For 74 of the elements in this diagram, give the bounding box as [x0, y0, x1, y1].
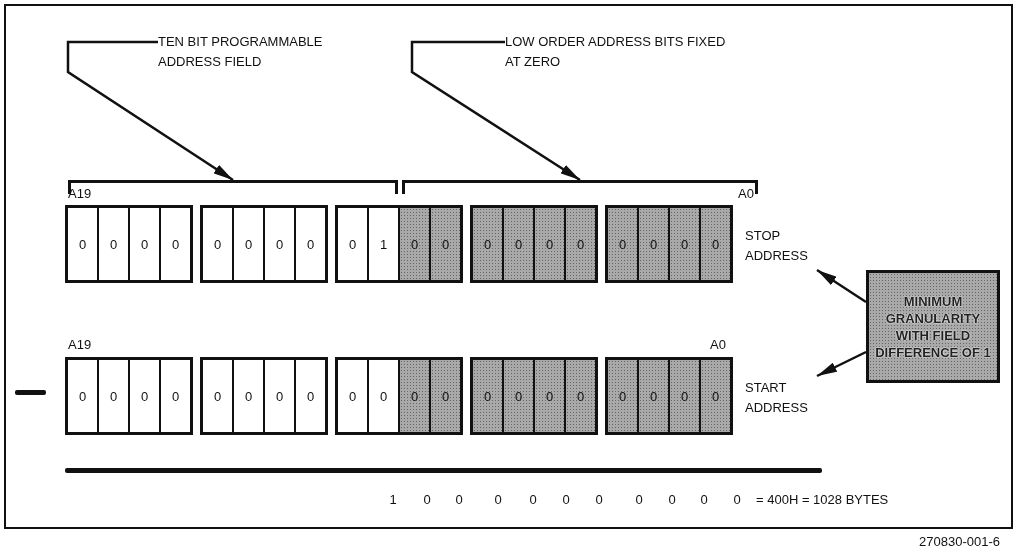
bit-cell: 0 [504, 360, 535, 432]
figure-number: 270830-001-6 [919, 534, 1000, 549]
bit-cell: 0 [431, 208, 460, 280]
difference-digit: 0 [455, 492, 463, 507]
result-text: = 400H = 1028 BYTES [756, 492, 889, 507]
bit-label: A19 [68, 186, 92, 201]
leader-arrow [410, 40, 581, 182]
bit-cell: 0 [473, 360, 504, 432]
bit-cell: 0 [639, 208, 670, 280]
bit-cell: 0 [701, 360, 730, 432]
bit-cell: 0 [68, 208, 99, 280]
bit-cell: 0 [701, 208, 730, 280]
caption-text: LOW ORDER ADDRESS BITS FIXED AT ZERO [505, 32, 735, 74]
nibble-group [65, 357, 193, 435]
bit-cell: 0 [639, 360, 670, 432]
leader-arrow [66, 40, 234, 182]
bit-cell: 0 [338, 360, 369, 432]
bit-cell: 0 [608, 360, 639, 432]
arrow [816, 350, 867, 378]
bit-cell: 0 [296, 360, 325, 432]
bit-cell: 0 [203, 208, 234, 280]
difference-digit: 0 [494, 492, 502, 507]
bit-cell: 0 [161, 360, 190, 432]
difference-digit: 0 [700, 492, 708, 507]
bit-cell: 0 [203, 360, 234, 432]
difference-digit: 0 [562, 492, 570, 507]
caption-text: STOP ADDRESS [745, 226, 835, 266]
bit-label: A0 [710, 337, 726, 352]
difference-digit: 0 [668, 492, 676, 507]
bit-cell: 0 [535, 360, 566, 432]
bit-cell: 0 [504, 208, 535, 280]
bit-cell: 0 [234, 360, 265, 432]
bit-cell: 0 [670, 360, 701, 432]
note-box: MINIMUM GRANULARITY WITH FIELD DIFFERENCE OF 1 [866, 270, 1000, 383]
bit-cell: 0 [566, 208, 595, 280]
bit-cell: 0 [608, 208, 639, 280]
difference-digit: 1 [389, 492, 397, 507]
nibble-group [470, 357, 598, 435]
caption-text: TEN BIT PROGRAMMABLE ADDRESS FIELD [158, 32, 388, 74]
bit-cell: 0 [338, 208, 369, 280]
nibble-group [605, 357, 733, 435]
bit-cell: 0 [296, 208, 325, 280]
bit-cell: 0 [473, 208, 504, 280]
bit-cell: 0 [400, 208, 431, 280]
nibble-group [335, 205, 463, 283]
nibble-group [605, 205, 733, 283]
difference-digit: 0 [733, 492, 741, 507]
bit-cell: 0 [535, 208, 566, 280]
bit-cell: 0 [400, 360, 431, 432]
bit-cell: 0 [431, 360, 460, 432]
difference-digit: 0 [529, 492, 537, 507]
bit-label: A0 [738, 186, 754, 201]
difference-digit: 0 [595, 492, 603, 507]
bit-cell: 0 [99, 208, 130, 280]
nibble-group [200, 205, 328, 283]
bit-cell: 0 [68, 360, 99, 432]
caption-text: START ADDRESS [745, 378, 835, 418]
nibble-group [65, 205, 193, 283]
bit-cell: 0 [130, 208, 161, 280]
nibble-group [200, 357, 328, 435]
bit-cell: 0 [99, 360, 130, 432]
bit-cell: 0 [130, 360, 161, 432]
bit-cell: 0 [566, 360, 595, 432]
bit-cell: 0 [265, 208, 296, 280]
nibble-group [470, 205, 598, 283]
bit-cell: 0 [265, 360, 296, 432]
nibble-group [335, 357, 463, 435]
difference-digit: 0 [423, 492, 431, 507]
bit-cell: 0 [234, 208, 265, 280]
bit-label: A19 [68, 337, 92, 352]
difference-digit: 0 [635, 492, 643, 507]
arrow [816, 268, 867, 304]
bit-cell: 0 [670, 208, 701, 280]
bit-cell: 0 [161, 208, 190, 280]
